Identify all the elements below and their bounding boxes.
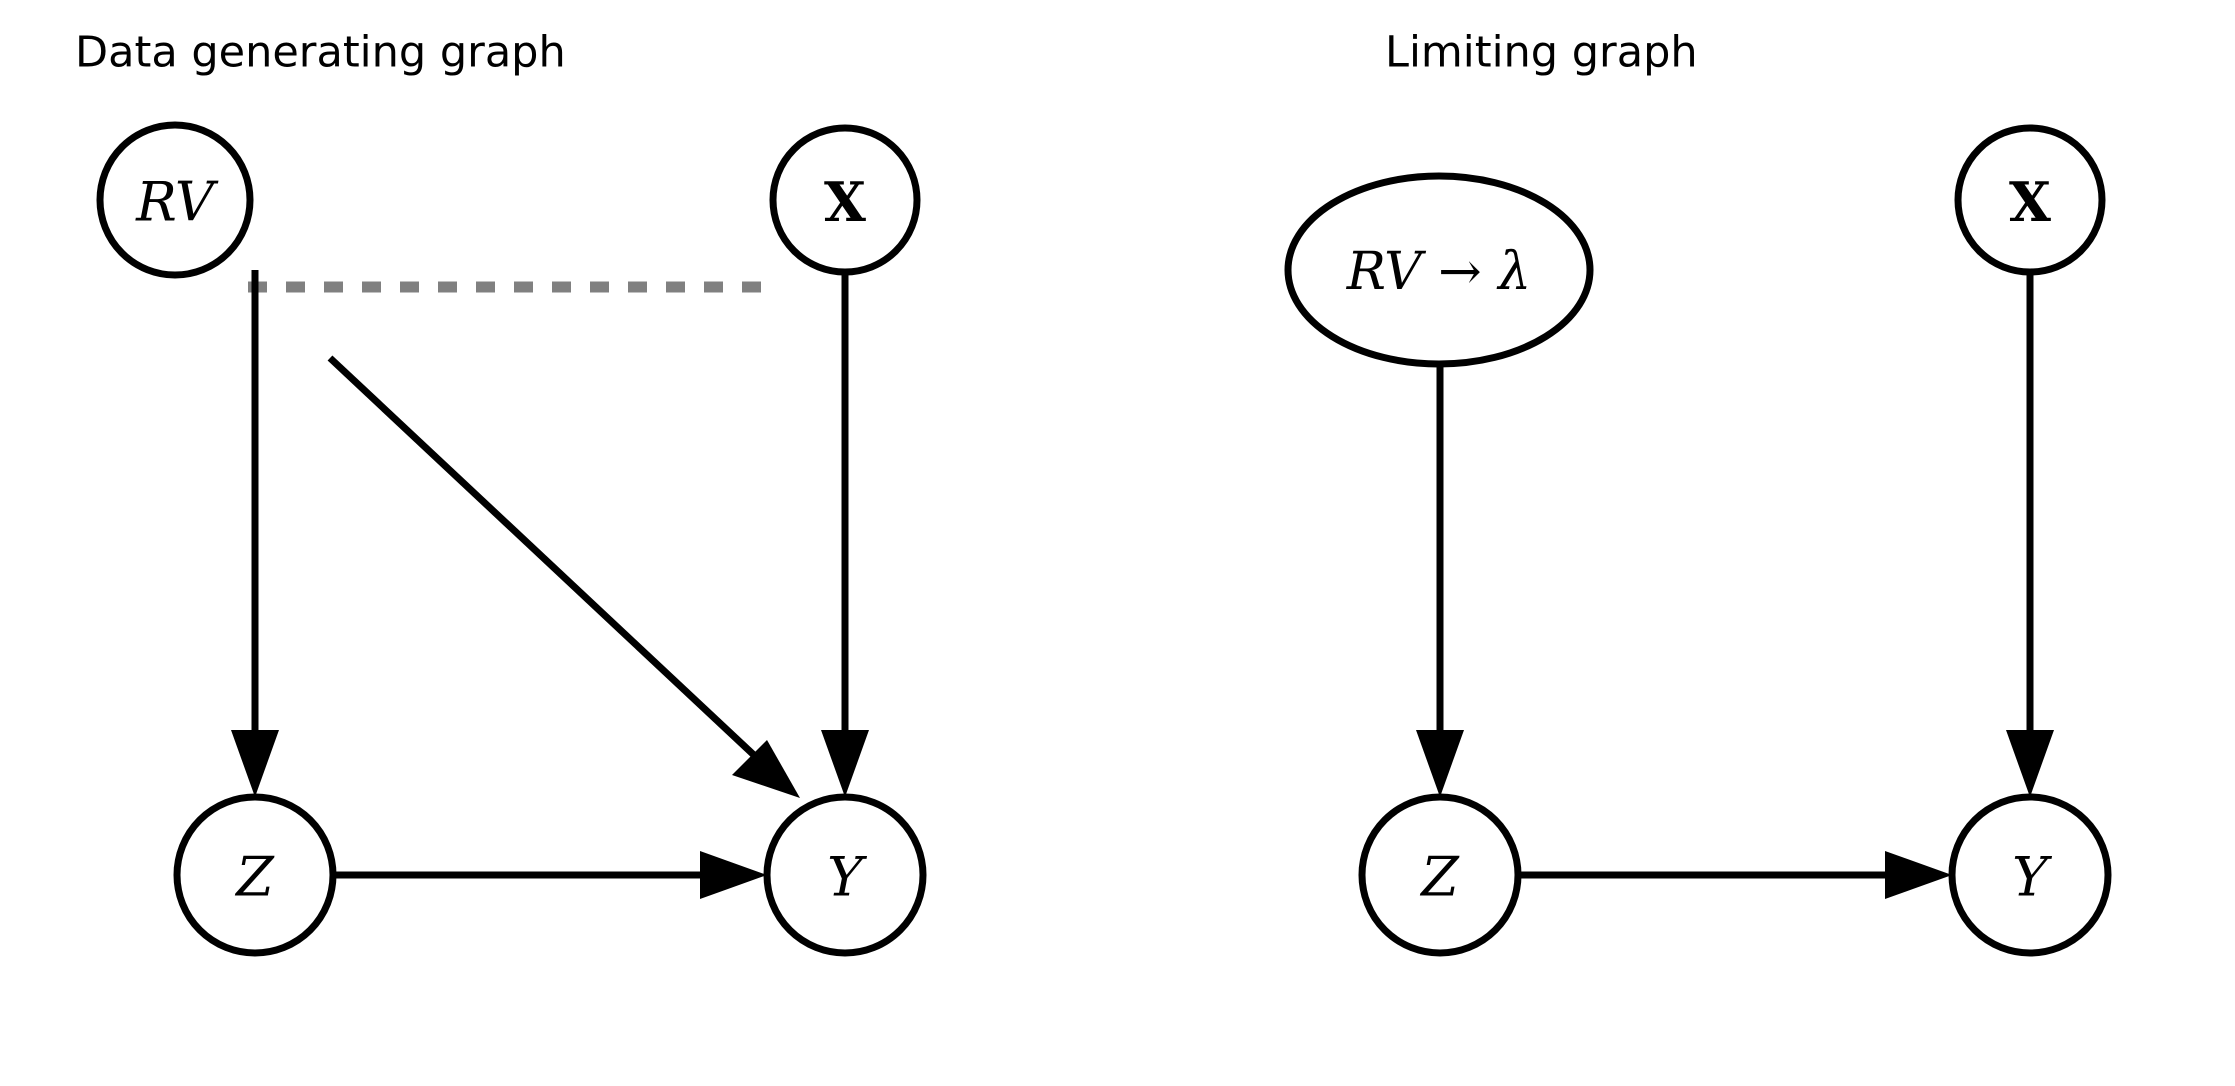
- node-z[interactable]: Z: [173, 793, 337, 957]
- node-z-label: Z: [234, 846, 275, 909]
- node-z[interactable]: Z: [1358, 793, 1522, 957]
- node-y-label: Y: [2012, 846, 2052, 909]
- arrowhead-icon: [821, 730, 869, 797]
- panel-limiting-graph: Limiting graph RV → λ: [1284, 28, 2112, 957]
- arrowhead-icon: [2006, 730, 2054, 797]
- edge-z-to-y: [1518, 851, 1952, 899]
- node-circle[interactable]: [96, 121, 254, 279]
- edge-line: [327, 355, 775, 775]
- node-circle[interactable]: [1954, 124, 2106, 276]
- node-z-label: Z: [1419, 846, 1460, 909]
- node-y[interactable]: Y: [1948, 793, 2112, 957]
- node-rv-lambda[interactable]: RV → λ: [1284, 172, 1594, 368]
- node-x-label: X: [2009, 170, 2051, 234]
- node-circle[interactable]: [1358, 793, 1522, 957]
- left-panel-title: Data generating graph: [75, 28, 566, 78]
- node-ellipse[interactable]: [1284, 172, 1594, 368]
- arrowhead-icon: [1885, 851, 1952, 899]
- node-rv-lambda-label: RV → λ: [1346, 242, 1531, 302]
- edge-z-to-y: [333, 851, 767, 899]
- node-x[interactable]: X: [769, 124, 921, 276]
- edge-x-to-y: [821, 272, 869, 797]
- node-x[interactable]: X: [1954, 124, 2106, 276]
- edge-rvlambda-to-z: [1416, 363, 1464, 797]
- node-circle[interactable]: [1948, 793, 2112, 957]
- node-y-label: Y: [827, 846, 867, 909]
- node-circle[interactable]: [769, 124, 921, 276]
- node-y[interactable]: Y: [763, 793, 927, 957]
- node-rv[interactable]: RV: [96, 121, 254, 279]
- arrowhead-icon: [700, 851, 767, 899]
- node-circle[interactable]: [173, 793, 337, 957]
- edge-x-to-y: [2006, 272, 2054, 797]
- arrowhead-icon: [1416, 730, 1464, 797]
- edge-rv-to-y: [327, 355, 800, 798]
- node-circle[interactable]: [763, 793, 927, 957]
- node-rv-label: RV: [135, 171, 219, 234]
- panel-data-generating-graph: Data generating graph: [75, 28, 927, 957]
- edge-rv-to-z: [231, 270, 279, 797]
- node-x-label: X: [824, 170, 866, 234]
- right-panel-title: Limiting graph: [1385, 28, 1698, 78]
- arrowhead-icon: [231, 730, 279, 797]
- arrowhead-icon: [732, 740, 800, 798]
